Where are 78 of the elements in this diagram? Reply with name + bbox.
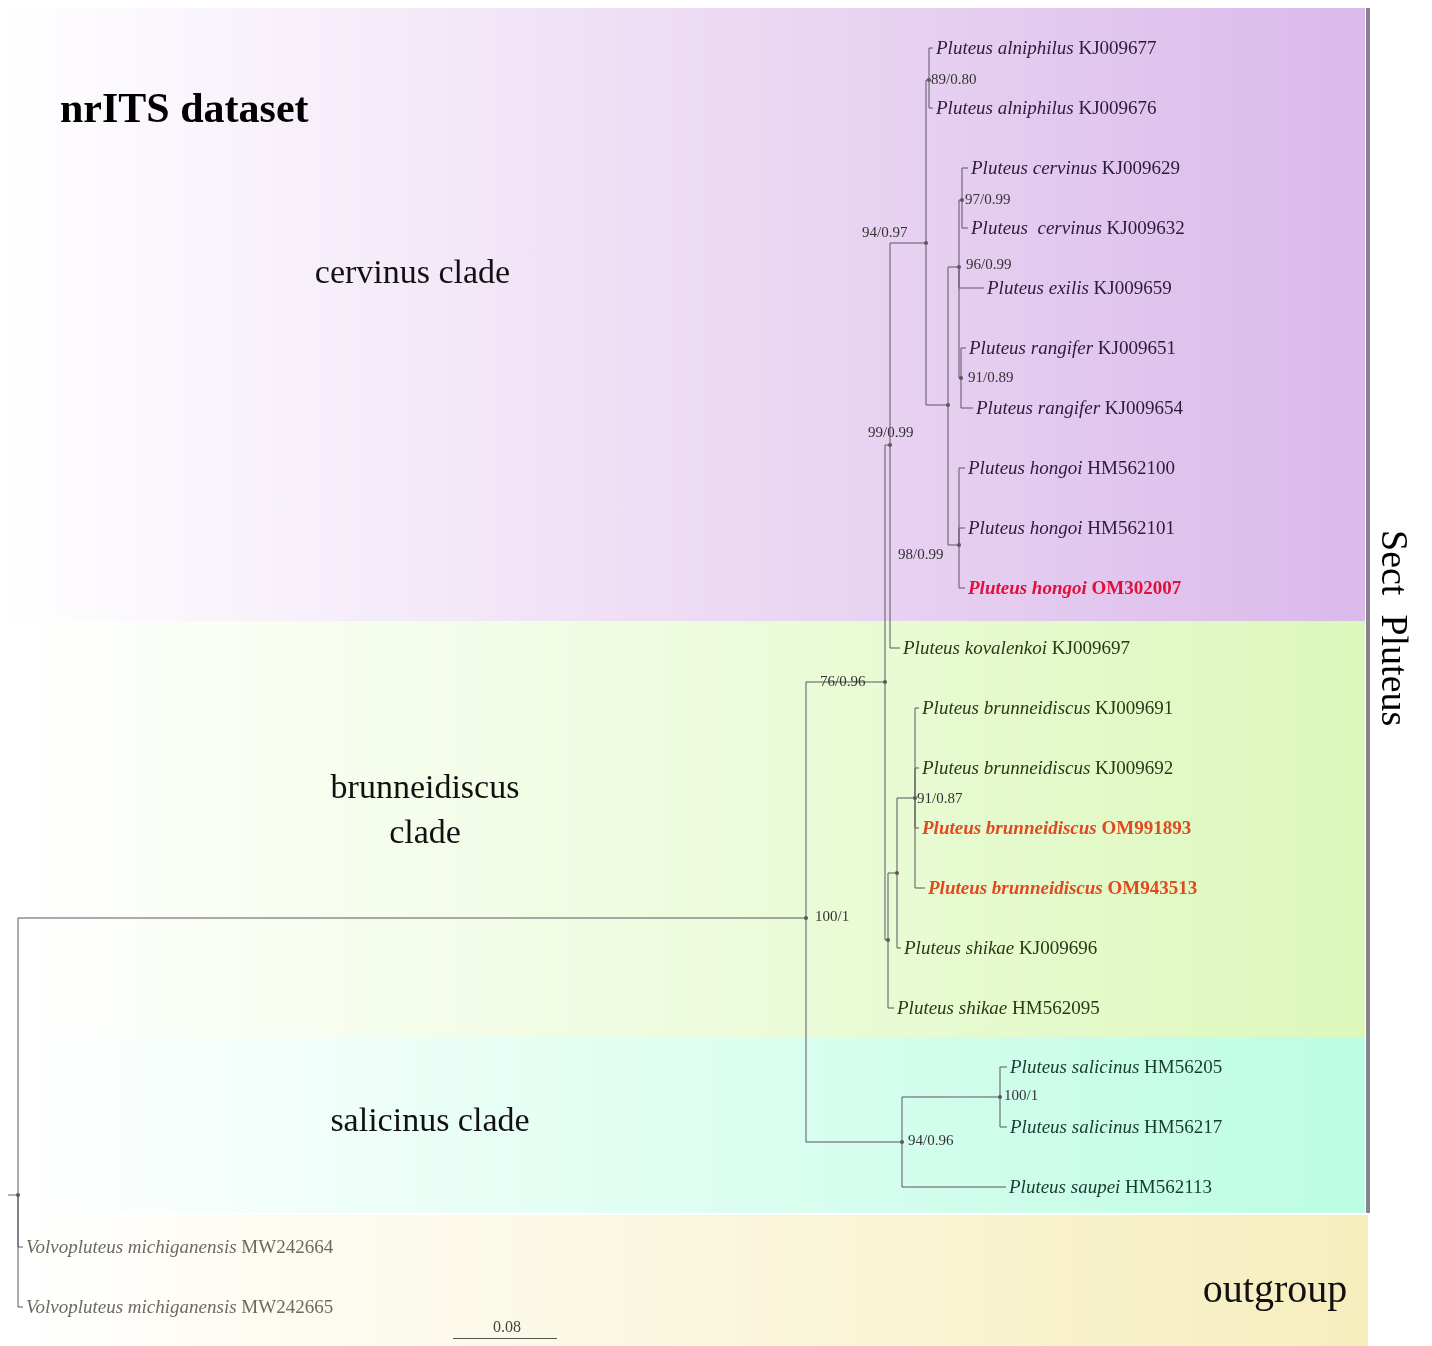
taxon-label: Pluteus salicinus HM56205: [1010, 1056, 1223, 1078]
support-value: 99/0.99: [868, 424, 914, 441]
tree-branch: [947, 404, 960, 546]
support-value: 96/0.99: [966, 256, 1012, 273]
tree-branch: [17, 1194, 24, 1308]
support-value: 100/1: [815, 908, 850, 925]
tree-branch: [958, 266, 962, 379]
taxon-label: Pluteus alniphilus KJ009677: [936, 37, 1157, 59]
tree-branch: [884, 681, 889, 941]
taxon-label: Pluteus alniphilus KJ009676: [936, 97, 1157, 119]
section-label: Sect Pluteus: [1373, 530, 1417, 727]
tree-branch: [925, 242, 949, 406]
support-value: 94/0.97: [862, 224, 908, 241]
tree-branch: [960, 347, 967, 379]
taxon-label: Pluteus hongoi OM302007: [968, 577, 1182, 599]
support-value: 76/0.96: [820, 673, 866, 690]
tree-branch: [960, 377, 974, 409]
tree-branch: [925, 79, 930, 244]
tree-branch: [958, 527, 966, 546]
clade-label: outgroup: [1201, 1265, 1349, 1313]
taxon-label: Pluteus exilis KJ009659: [987, 277, 1172, 299]
tree-branch: [961, 167, 969, 201]
tree-branch: [901, 1096, 1001, 1143]
tree-branch: [889, 444, 901, 649]
tree-branch: [947, 266, 960, 406]
branch-point: [16, 1193, 20, 1197]
tree-branch: [896, 872, 902, 949]
support-value: 97/0.99: [965, 191, 1011, 208]
support-value: 94/0.96: [908, 1132, 954, 1149]
taxon-label: Pluteus cervinus KJ009629: [971, 157, 1180, 179]
support-value: 98/0.99: [898, 546, 944, 563]
title: nrITS dataset: [60, 84, 309, 132]
tree-branch: [914, 767, 920, 799]
taxon-label: Pluteus brunneidiscus KJ009691: [922, 697, 1174, 719]
taxon-label: Pluteus brunneidiscus KJ009692: [922, 757, 1174, 779]
support-value: 100/1: [1004, 1087, 1039, 1104]
taxon-label: Pluteus brunneidiscus OM991893: [922, 817, 1192, 839]
tree-branch: [17, 917, 807, 1196]
scale-value: 0.08: [493, 1318, 521, 1336]
taxon-label: Pluteus shikae KJ009696: [904, 937, 1098, 959]
support-value: 89/0.80: [931, 71, 977, 88]
tree-branch: [805, 681, 886, 919]
tree-branch: [896, 797, 916, 874]
tree-branch: [889, 242, 927, 446]
clade-band: [15, 1037, 1365, 1213]
branch-point: [946, 403, 950, 407]
clade-label: brunneidiscus clade: [329, 767, 521, 852]
tree-branch: [887, 939, 895, 1009]
tree-branch: [901, 1141, 1007, 1188]
tree-branch: [958, 544, 966, 589]
taxon-label: Pluteus kovalenkoi KJ009697: [903, 637, 1130, 659]
tree-branch: [999, 1066, 1008, 1098]
taxon-label: Pluteus hongoi HM562101: [968, 517, 1175, 539]
tree-branch: [928, 79, 934, 109]
taxon-label: Pluteus rangifer KJ009651: [969, 337, 1176, 359]
tree-branch: [884, 444, 891, 683]
branch-point: [886, 938, 890, 942]
taxon-label: Pluteus rangifer KJ009654: [976, 397, 1183, 419]
taxon-label: Pluteus saupei HM562113: [1009, 1176, 1213, 1198]
support-value: 91/0.87: [917, 790, 963, 807]
tree-branch: [928, 47, 934, 81]
taxon-label: Pluteus salicinus HM56217: [1010, 1116, 1223, 1138]
taxon-label: Volvopluteus michiganensis MW242665: [26, 1296, 334, 1318]
tree-branch: [999, 1096, 1008, 1128]
clade-label: salicinus clade: [329, 1100, 531, 1140]
tree-branch: [914, 797, 926, 889]
tree-branch: [958, 199, 963, 268]
support-value: 91/0.89: [968, 369, 1014, 386]
tree-branch: [961, 199, 969, 229]
clade-label: cervinus clade: [313, 252, 512, 292]
taxon-label: Pluteus shikae HM562095: [897, 997, 1100, 1019]
taxon-label: Pluteus hongoi HM562100: [968, 457, 1175, 479]
tree-branch: [887, 872, 898, 941]
branch-point: [895, 871, 899, 875]
tree-branch: [805, 917, 903, 1143]
taxon-label: Pluteus brunneidiscus OM943513: [928, 877, 1198, 899]
taxon-label: Volvopluteus michiganensis MW242664: [26, 1236, 334, 1258]
taxon-label: Pluteus cervinus KJ009632: [971, 217, 1185, 239]
